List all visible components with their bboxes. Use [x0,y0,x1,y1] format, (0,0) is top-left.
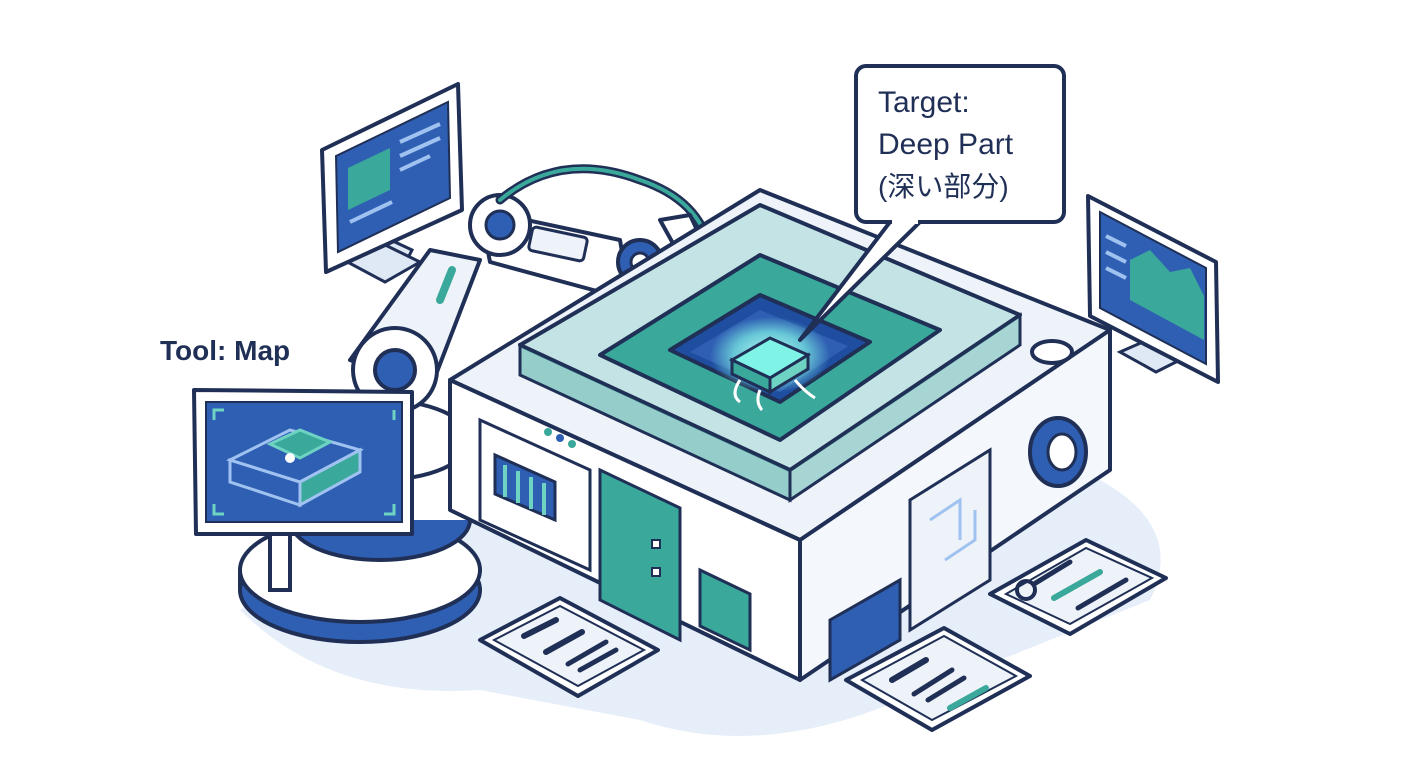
magnifier-icon [1015,579,1037,601]
screwdriver-icon [521,617,559,639]
tool-tray [478,596,660,698]
tool-label: Tool: Map [160,335,290,366]
monitor-icon [192,388,414,592]
target-label-line3: (深い部分) [878,171,1009,202]
monitor-icon [1086,194,1220,384]
monitor-icon [320,82,464,284]
screwdriver-icon [947,685,989,711]
screwdriver-icon [1051,569,1103,601]
target-label-line2: Deep Part [878,128,1014,161]
pliers-icon [911,667,967,703]
screwdriver-icon [1075,577,1129,611]
chip-icon [710,317,830,411]
screwdriver-icon [889,657,929,683]
tool-tray [844,626,1032,732]
tool-tray [988,538,1168,636]
target-label-line1: Target: [878,86,970,119]
target-callout: Target: Deep Part (深い部分) [798,64,1066,342]
wrench-icon [543,629,585,655]
pliers-icon [565,639,619,673]
